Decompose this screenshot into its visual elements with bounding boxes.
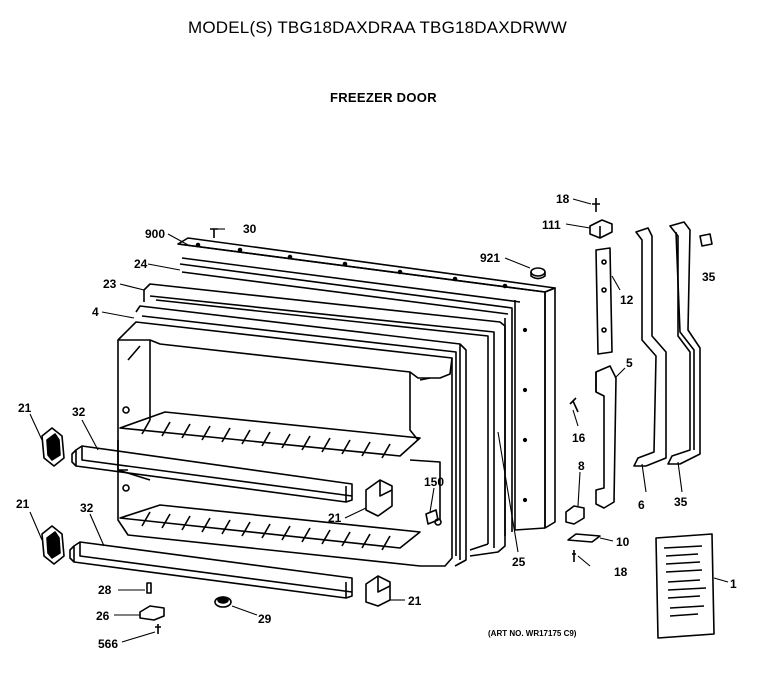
door-gasket — [143, 283, 506, 557]
door-outer-panel — [177, 237, 556, 531]
callout-6: 6 — [638, 498, 645, 512]
door-liner-frame — [135, 305, 467, 567]
callout-8: 8 — [578, 459, 585, 473]
callout-21-left-top: 21 — [18, 401, 32, 415]
lower-shelf-bar — [69, 541, 353, 599]
callout-12: 12 — [620, 293, 634, 307]
callout-21-mid: 21 — [328, 511, 342, 525]
leader-lines — [29, 198, 729, 643]
model-title: MODEL(S) TBG18DAXDRAA TBG18DAXDRWW — [188, 18, 567, 37]
callout-16: 16 — [572, 431, 586, 445]
callout-111: 111 — [542, 218, 561, 232]
callout-5: 5 — [626, 356, 633, 370]
upper-shelf-bar — [71, 445, 353, 503]
callout-18-bottom: 18 — [614, 565, 628, 579]
callout-35-bottom: 35 — [674, 495, 688, 509]
art-number: (ART NO. WR17175 C9) — [488, 629, 577, 638]
callout-900: 900 — [145, 227, 165, 241]
callout-32-bottom: 32 — [80, 501, 94, 515]
callout-25: 25 — [512, 555, 526, 569]
callout-23: 23 — [103, 277, 117, 291]
callout-150: 150 — [424, 475, 444, 489]
inner-door-liner — [117, 321, 453, 567]
callout-28: 28 — [98, 583, 112, 597]
small-hardware — [139, 198, 715, 639]
callout-18-top: 18 — [556, 192, 570, 206]
callout-1: 1 — [730, 577, 737, 591]
diagram-title: FREEZER DOOR — [330, 90, 437, 105]
callout-10: 10 — [616, 535, 630, 549]
callout-26: 26 — [96, 609, 110, 623]
callout-566: 566 — [98, 637, 118, 651]
callout-35-top: 35 — [702, 270, 716, 284]
callout-24: 24 — [134, 257, 148, 271]
callout-32-top: 32 — [72, 405, 86, 419]
callout-21-bottom: 21 — [408, 594, 422, 608]
callout-29: 29 — [258, 612, 272, 626]
callout-21-left-bottom: 21 — [16, 497, 30, 511]
callout-4: 4 — [92, 305, 99, 319]
callout-921: 921 — [480, 251, 500, 265]
callout-30: 30 — [243, 222, 257, 236]
